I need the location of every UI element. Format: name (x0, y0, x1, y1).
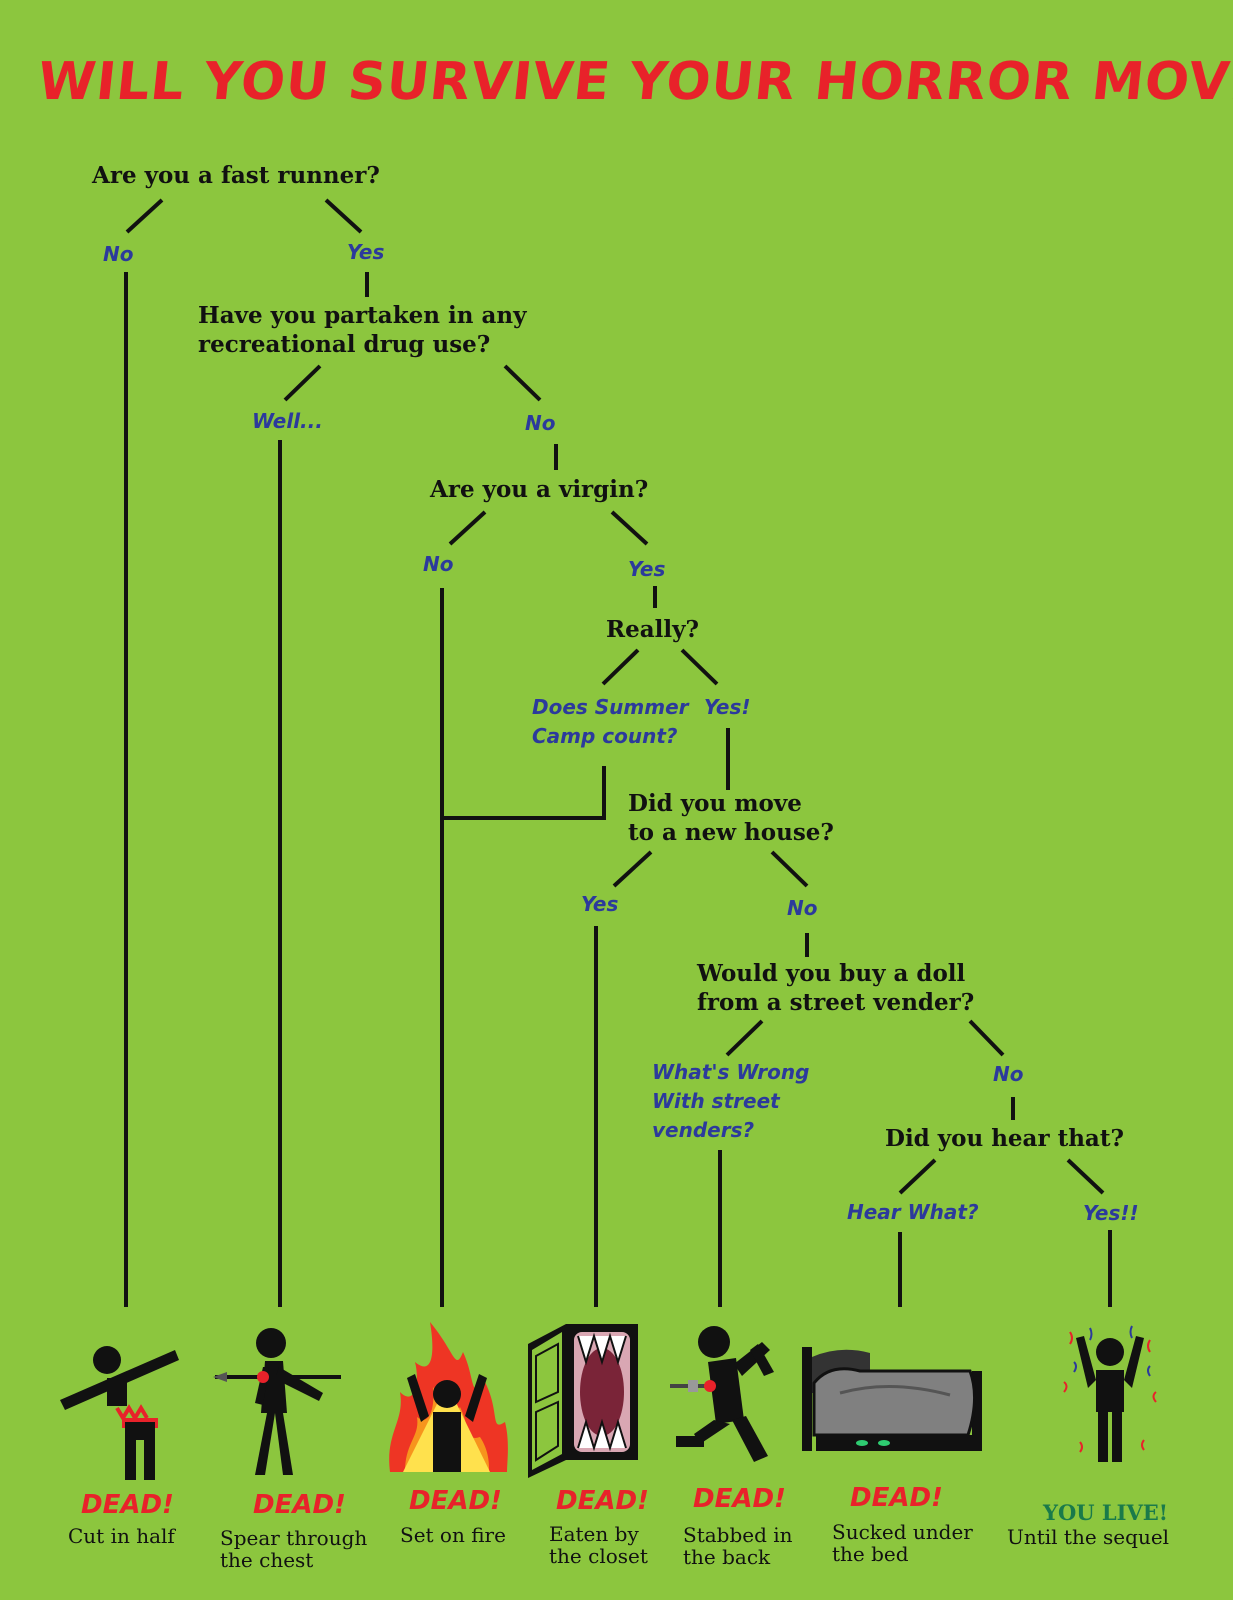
answer-no: No (103, 242, 134, 266)
outcome-caption: Sucked under (832, 1520, 973, 1544)
outcome-caption: Spear through (220, 1526, 368, 1550)
cut-in-half-icon (60, 1346, 179, 1480)
outcome-caption: the back (683, 1545, 771, 1569)
question-drug-use-line2: recreational drug use? (198, 331, 491, 358)
answer-no: No (423, 552, 454, 576)
outcome-status: DEAD! (409, 1486, 502, 1516)
answer-no: No (525, 411, 556, 435)
celebrating-person-icon (1063, 1325, 1157, 1462)
answer-yes: Yes! (704, 695, 751, 719)
answer-whats-wrong-line1: What's Wrong (652, 1060, 810, 1084)
fire-icon (389, 1322, 508, 1472)
answer-no: No (787, 896, 818, 920)
answer-no: No (993, 1062, 1024, 1086)
outcome-status: DEAD! (850, 1483, 943, 1513)
stabbed-icon (670, 1326, 774, 1462)
outcome-status: DEAD! (253, 1490, 346, 1520)
outcome-caption: the closet (549, 1544, 648, 1568)
question-virgin: Are you a virgin? (430, 476, 649, 503)
question-fast-runner: Are you a fast runner? (92, 162, 380, 189)
question-new-house-line1: Did you move (628, 790, 802, 817)
answer-hear-what: Hear What? (847, 1200, 979, 1224)
answer-summer-camp-line1: Does Summer (532, 695, 689, 719)
outcome-caption: the bed (832, 1542, 909, 1566)
answer-well: Well... (252, 409, 323, 433)
answer-yes: Yes!! (1083, 1201, 1139, 1225)
outcome-caption: Stabbed in (683, 1523, 793, 1547)
question-hear-that: Did you hear that? (885, 1125, 1124, 1152)
spear-icon (213, 1328, 341, 1475)
outcome-caption: Cut in half (68, 1524, 175, 1548)
outcome-caption: Eaten by (549, 1522, 639, 1546)
outcome-caption: Set on fire (400, 1523, 506, 1547)
answer-yes: Yes (581, 892, 619, 916)
answer-summer-camp-line2: Camp count? (532, 724, 678, 748)
question-really: Really? (606, 616, 699, 643)
answer-whats-wrong-line2: With street (652, 1089, 780, 1113)
bed-monster-icon (802, 1347, 982, 1451)
question-doll-line1: Would you buy a doll (697, 960, 966, 987)
outcome-status: DEAD! (556, 1486, 649, 1516)
question-doll-line2: from a street vender? (697, 989, 975, 1016)
question-new-house-line2: to a new house? (628, 819, 834, 846)
outcome-status: DEAD! (693, 1484, 786, 1514)
answer-yes: Yes (347, 240, 385, 264)
outcome-status: DEAD! (81, 1490, 174, 1520)
outcome-status-live: YOU LIVE! (1043, 1500, 1169, 1525)
closet-monster-icon (528, 1324, 638, 1478)
outcome-caption: Until the sequel (1007, 1525, 1170, 1549)
question-drug-use-line1: Have you partaken in any (198, 302, 527, 329)
answer-yes: Yes (628, 557, 666, 581)
answer-whats-wrong-line3: venders? (652, 1118, 755, 1142)
outcome-caption: the chest (220, 1548, 314, 1572)
